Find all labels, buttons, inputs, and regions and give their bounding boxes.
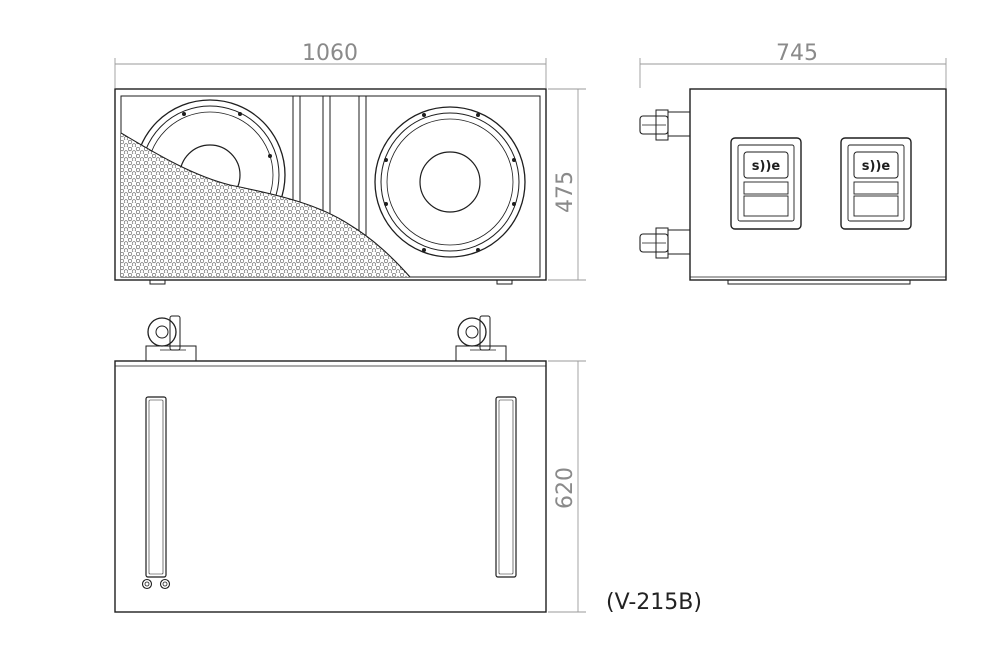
side-caster-bottom [639, 227, 691, 259]
side-handle-right: s))e [840, 137, 912, 230]
top-depth-dimension: 620 [548, 360, 586, 613]
side-cabinet-outline [689, 88, 947, 281]
top-handle-right [495, 396, 517, 578]
side-logo-right: s))e [862, 159, 891, 174]
front-cabinet-outline [114, 88, 547, 281]
front-foot-left [149, 279, 166, 285]
front-grille [120, 132, 411, 278]
front-height-label: 475 [553, 171, 578, 213]
top-cabinet-outline [114, 360, 547, 613]
input-connectors [141, 578, 171, 590]
side-depth-dimension: 745 [639, 41, 947, 88]
front-view: 1060 475 [114, 41, 586, 285]
front-width-dimension: 1060 [114, 41, 547, 88]
side-handle-left: s))e [730, 137, 802, 230]
top-caster-right [455, 315, 507, 362]
top-depth-label: 620 [553, 467, 578, 509]
front-foot-right [496, 279, 513, 285]
side-caster-top [639, 109, 691, 141]
side-depth-label: 745 [776, 41, 818, 66]
side-view: 745 s))e [639, 41, 947, 285]
front-width-label: 1060 [302, 41, 358, 66]
top-view: 620 [114, 315, 586, 613]
side-skid [727, 279, 911, 285]
right-woofer [374, 106, 526, 258]
top-handle-left [145, 396, 167, 578]
front-height-dimension: 475 [548, 88, 586, 281]
side-logo-left: s))e [752, 159, 781, 174]
model-label: (V-215B) [606, 590, 702, 615]
top-caster-left [145, 315, 197, 362]
